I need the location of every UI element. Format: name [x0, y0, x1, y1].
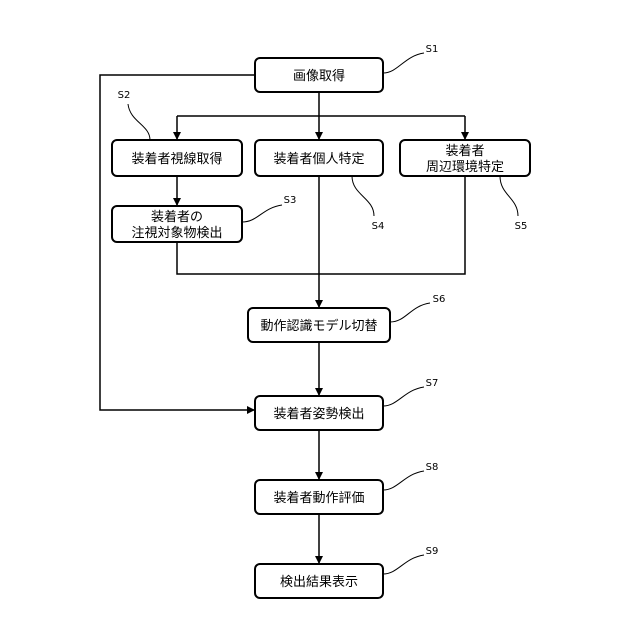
- step-s3-text: S3: [284, 195, 297, 206]
- box-s6: 動作認識モデル切替: [248, 308, 390, 342]
- box-s3-label-line1: 装着者の: [151, 209, 203, 225]
- step-label-s7: S7: [383, 378, 438, 406]
- box-s3: 装着者の 注視対象物検出: [112, 206, 242, 242]
- step-s4-text: S4: [372, 221, 385, 232]
- box-s9: 検出結果表示: [255, 564, 383, 598]
- box-s4: 装着者個人特定: [255, 140, 383, 176]
- box-s2: 装着者視線取得: [112, 140, 242, 176]
- step-label-s2: S2: [118, 90, 150, 140]
- box-s9-label: 検出結果表示: [280, 575, 358, 590]
- step-label-s5: S5: [500, 176, 527, 232]
- step-s2-text: S2: [118, 90, 131, 101]
- box-s1-label: 画像取得: [293, 68, 345, 84]
- step-label-s3: S3: [242, 195, 296, 222]
- step-s7-text: S7: [426, 378, 439, 389]
- box-s7: 装着者姿勢検出: [255, 396, 383, 430]
- step-s6-text: S6: [433, 294, 446, 305]
- box-s5: 装着者 周辺環境特定: [400, 140, 530, 176]
- step-label-s6: S6: [390, 294, 445, 322]
- box-s1: 画像取得: [255, 58, 383, 92]
- box-s5-label-line2: 周辺環境特定: [426, 160, 504, 175]
- step-label-s1: S1: [383, 44, 438, 73]
- step-label-s9: S9: [383, 546, 438, 574]
- box-s8: 装着者動作評価: [255, 480, 383, 514]
- box-s5-label-line1: 装着者: [445, 143, 484, 159]
- box-s2-label: 装着者視線取得: [131, 151, 222, 167]
- step-s8-text: S8: [426, 462, 439, 473]
- box-s7-label: 装着者姿勢検出: [273, 406, 364, 422]
- step-s5-text: S5: [515, 221, 528, 232]
- step-s1-text: S1: [426, 44, 439, 55]
- box-s4-label: 装着者個人特定: [273, 151, 364, 167]
- box-s6-label: 動作認識モデル切替: [260, 318, 377, 334]
- box-s8-label: 装着者動作評価: [273, 490, 364, 506]
- step-s9-text: S9: [426, 546, 439, 557]
- step-label-s8: S8: [383, 462, 438, 490]
- step-label-s4: S4: [352, 176, 384, 232]
- box-s3-label-line2: 注視対象物検出: [131, 226, 222, 241]
